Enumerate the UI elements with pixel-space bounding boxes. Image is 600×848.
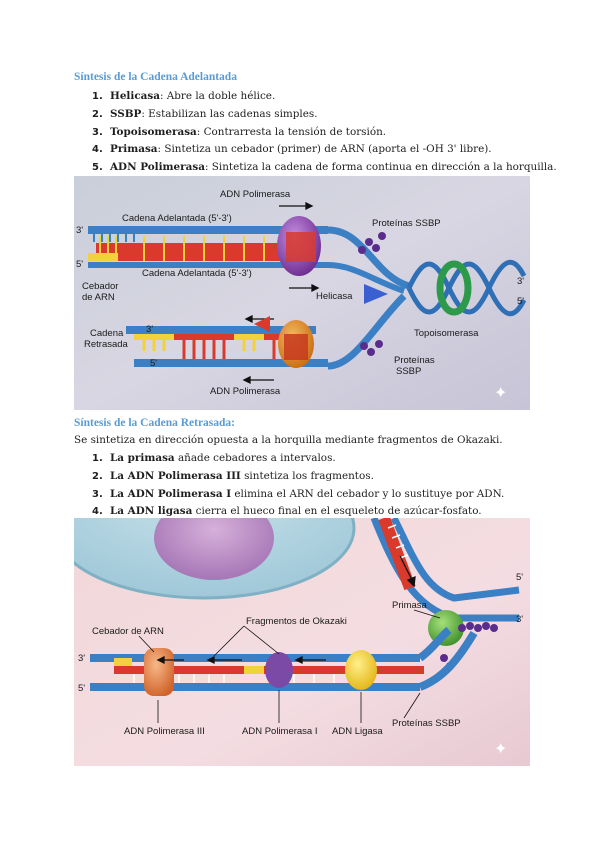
label-proteinas-ssbp-top: Proteínas SSBP — [372, 218, 441, 229]
label-3prime-lag: 3' — [146, 324, 153, 335]
label-cadena-adelantada-mid: Cadena Adelantada (5'-3') — [142, 268, 252, 279]
section-heading-leading: Síntesis de la Cadena Adelantada — [74, 71, 237, 83]
nucleus — [154, 518, 274, 580]
label-3prime-right: 3' — [517, 276, 524, 287]
label-cadena: Cadena — [90, 328, 124, 339]
label-5prime-left: 5' — [76, 259, 83, 270]
label-adn-polimerasa-bottom: ADN Polimerasa — [210, 386, 281, 397]
helicasa-shape — [364, 284, 388, 304]
list-item: 5.ADN Polimerasa: Sintetiza la cadena de… — [92, 161, 557, 174]
label-retrasada: Retrasada — [84, 339, 129, 350]
label-3prime-right: 3' — [516, 614, 523, 625]
label-proteinas: Proteínas — [394, 355, 435, 366]
label-3prime-left: 3' — [76, 225, 83, 236]
label-proteinas-ssbp: Proteínas SSBP — [392, 718, 461, 729]
label-topoisomerasa: Topoisomerasa — [414, 328, 479, 339]
label-adn-polimerasa-top: ADN Polimerasa — [220, 189, 291, 200]
section-heading-lagging: Síntesis de la Cadena Retrasada: — [74, 417, 236, 429]
sparkle-icon: ✦ — [494, 383, 507, 402]
lagging-strand-diagram: ✦ Cebador de ARN Fragmentos de Okazaki P… — [74, 518, 530, 766]
list-item: 4.Primasa: Sintetiza un cebador (primer)… — [92, 143, 492, 156]
list-item: 1.Helicasa: Abre la doble hélice. — [92, 90, 276, 102]
label-adn-ligasa: ADN Ligasa — [332, 726, 383, 737]
lagging-intro: Se sintetiza en dirección opuesta a la h… — [74, 434, 503, 446]
label-5prime-left: 5' — [78, 683, 85, 694]
label-helicasa: Helicasa — [316, 291, 353, 302]
label-ssbp: SSBP — [396, 366, 421, 377]
sparkle-icon: ✦ — [494, 739, 507, 758]
leading-template-strand — [88, 226, 411, 294]
label-primasa: Primasa — [392, 600, 428, 611]
list-item: 2.SSBP: Estabilizan las cadenas simples. — [92, 107, 318, 120]
label-cadena-adelantada-top: Cadena Adelantada (5'-3') — [122, 213, 232, 224]
label-de-arn: de ARN — [82, 292, 115, 303]
label-adn-polimerasa-iii: ADN Polimerasa III — [124, 726, 205, 737]
label-3prime-left: 3' — [78, 653, 85, 664]
double-helix — [406, 259, 527, 317]
label-5prime-lag: 5' — [150, 358, 157, 369]
topoisomerasa-ring — [436, 260, 472, 316]
leading-strand-steps: 1.Helicasa: Abre la doble hélice. 2.SSBP… — [92, 88, 557, 177]
adn-polimerasa-iii-shape — [144, 648, 174, 696]
label-adn-polimerasa-i: ADN Polimerasa I — [242, 726, 318, 737]
label-fragmentos-okazaki: Fragmentos de Okazaki — [246, 616, 347, 627]
adn-ligasa-shape — [345, 650, 377, 690]
list-item: 3.La ADN Polimerasa I elimina el ARN del… — [92, 487, 505, 500]
adn-polimerasa-i-shape — [265, 652, 293, 688]
list-item: 2.La ADN Polimerasa III sintetiza los fr… — [92, 469, 374, 482]
label-cebador: Cebador — [82, 281, 118, 292]
leading-strand-diagram: ✦ ADN Polimerasa Cadena Adelantada (5'-3… — [74, 176, 530, 410]
list-item: 1.La primasa añade cebadores a intervalo… — [92, 452, 336, 464]
label-5prime-top: 5' — [516, 572, 523, 583]
lagging-strand-steps: 1.La primasa añade cebadores a intervalo… — [92, 450, 504, 521]
list-item: 3.Topoisomerasa: Contrarresta la tensión… — [92, 125, 387, 138]
label-5prime-right: 5' — [517, 296, 524, 307]
label-cebador-de-arn: Cebador de ARN — [92, 626, 164, 637]
list-item: 4.La ADN ligasa cierra el hueco final en… — [92, 505, 482, 518]
